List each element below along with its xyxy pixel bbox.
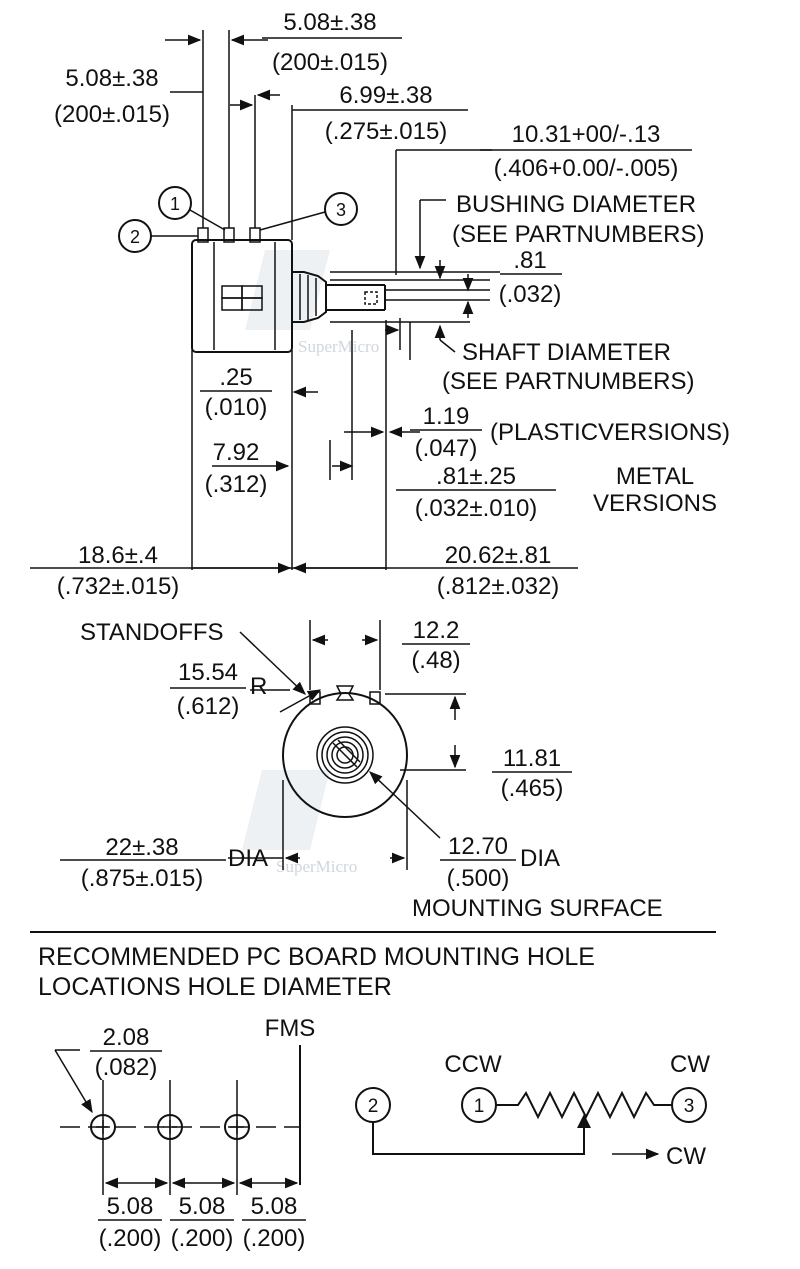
dim-pin-spacing-right-in: (200±.015) <box>272 49 388 76</box>
dim-width-mm: 12.2 <box>413 617 460 644</box>
front-view-dimensions: STANDOFFS 15.54 (.612) R 12.2 (.48) 11.8… <box>60 617 663 922</box>
dim-pin-spacing-left-mm: 5.08±.38 <box>65 65 158 92</box>
dim-bushing-length-mm: 10.31+00/-.13 <box>512 121 661 148</box>
dim-pin-spacing-left-in: (200±.015) <box>54 101 170 128</box>
pcb-heading-line-2: LOCATIONS HOLE DIAMETER <box>38 973 392 1001</box>
schematic-pin-1-label: 1 <box>474 1096 485 1117</box>
wiper-arrow <box>577 1114 591 1128</box>
schematic-pin-3-label: 3 <box>684 1096 695 1117</box>
pin-callout-2-label: 2 <box>130 227 140 247</box>
dim-left-total-in: (.732±.015) <box>57 573 180 600</box>
dim-bushing-dia-suffix: DIA <box>520 845 560 872</box>
dim-spacing-2-mm: 5.08 <box>179 1193 226 1220</box>
bushing-thread <box>292 271 327 323</box>
watermark-text-top: SuperMicro <box>298 337 379 356</box>
dim-dia-in: (.875±.015) <box>81 865 204 892</box>
front-view <box>228 620 466 870</box>
label-standoffs: STANDOFFS <box>80 619 224 646</box>
dim-metal-mm: .81±.25 <box>436 463 516 490</box>
pcb-heading-line-1: RECOMMENDED PC BOARD MOUNTING HOLE <box>38 943 595 971</box>
dim-spacing-1-mm: 5.08 <box>107 1193 154 1220</box>
watermark: SuperMicro SuperMicro <box>242 250 379 876</box>
wiper-line <box>372 1122 585 1155</box>
dim-pin-to-face-in: (.275±.015) <box>325 118 448 145</box>
label-metal: METAL <box>616 463 694 490</box>
dim-radius-suffix: R <box>250 673 267 700</box>
dim-pin-spacing-right-mm: 5.08±.38 <box>283 9 376 36</box>
pin-callout-3-label: 3 <box>336 200 346 220</box>
dim-plastic-mm: 1.19 <box>423 403 470 430</box>
dim-spacing-1-in: (.200) <box>99 1225 162 1252</box>
pot-body <box>191 239 293 353</box>
label-fms: FMS <box>265 1015 316 1042</box>
label-plastic-versions: (PLASTICVERSIONS) <box>490 419 730 446</box>
label-bushing-see-partnumbers: (SEE PARTNUMBERS) <box>452 221 704 248</box>
dim-plastic-in: (.047) <box>415 435 478 462</box>
dim-hole-in: (.082) <box>95 1054 158 1081</box>
label-bushing-diameter: BUSHING DIAMETER <box>456 191 696 218</box>
pin-callout-3 <box>324 192 358 226</box>
standoff-center <box>335 685 355 701</box>
dim-body-mm: 7.92 <box>213 439 260 466</box>
schematic-pin-2-label: 2 <box>368 1096 379 1117</box>
label-shaft-see-partnumbers: (SEE PARTNUMBERS) <box>442 368 694 395</box>
side-view-dimensions: 5.08±.38 (200±.015) 5.08±.38 (200±.015) … <box>54 9 730 600</box>
standoff-right <box>369 691 381 705</box>
dim-flat-mm: .81 <box>513 247 546 274</box>
schematic: CCW CW 2 1 3 CW <box>355 1051 710 1170</box>
dim-flat-in: (.032) <box>499 281 562 308</box>
dim-spacing-3-mm: 5.08 <box>251 1193 298 1220</box>
watermark-text-bottom: SuperMicro <box>276 857 357 876</box>
pin-callouts: 1 2 3 <box>118 186 358 253</box>
label-metal-versions: VERSIONS <box>593 490 717 517</box>
label-cw-arrow: CW <box>666 1143 706 1170</box>
dim-spacing-2-in: (.200) <box>171 1225 234 1252</box>
dim-face-gap-in: (.010) <box>205 394 268 421</box>
dim-bushing-length-in: (.406+0.00/-.005) <box>494 155 679 182</box>
dim-dia-suffix: DIA <box>228 845 268 872</box>
resistor-element <box>496 1090 672 1120</box>
dim-right-total-mm: 20.62±.81 <box>445 542 552 569</box>
label-shaft-diameter: SHAFT DIAMETER <box>462 339 671 366</box>
pin-callout-1 <box>158 186 192 220</box>
label-ccw: CCW <box>444 1051 502 1078</box>
dim-right-total-in: (.812±.032) <box>437 573 560 600</box>
dim-dia-mm: 22±.38 <box>105 834 178 861</box>
dim-face-gap-mm: .25 <box>219 364 252 391</box>
dim-metal-in: (.032±.010) <box>415 495 538 522</box>
dim-height-in: (.465) <box>501 775 564 802</box>
dim-radius-in: (.612) <box>177 693 240 720</box>
dim-spacing-3-in: (.200) <box>243 1225 306 1252</box>
dim-height-mm: 11.81 <box>503 745 561 772</box>
body-outline <box>282 692 408 818</box>
dim-width-in: (.48) <box>411 647 460 674</box>
dim-hole-mm: 2.08 <box>103 1024 150 1051</box>
pcb-hole-section: RECOMMENDED PC BOARD MOUNTING HOLE LOCAT… <box>38 943 595 1252</box>
label-mounting-surface: MOUNTING SURFACE <box>412 895 663 922</box>
dim-bushing-dia-mm: 12.70 <box>448 833 508 860</box>
pin-callout-1-label: 1 <box>170 194 180 214</box>
dim-radius-mm: 15.54 <box>178 659 238 686</box>
dim-pin-to-face-mm: 6.99±.38 <box>339 82 432 109</box>
label-cw-top: CW <box>670 1051 710 1078</box>
dim-left-total-mm: 18.6±.4 <box>78 542 158 569</box>
dim-body-in: (.312) <box>205 471 268 498</box>
dim-bushing-dia-in: (.500) <box>447 865 510 892</box>
side-view <box>30 30 578 574</box>
